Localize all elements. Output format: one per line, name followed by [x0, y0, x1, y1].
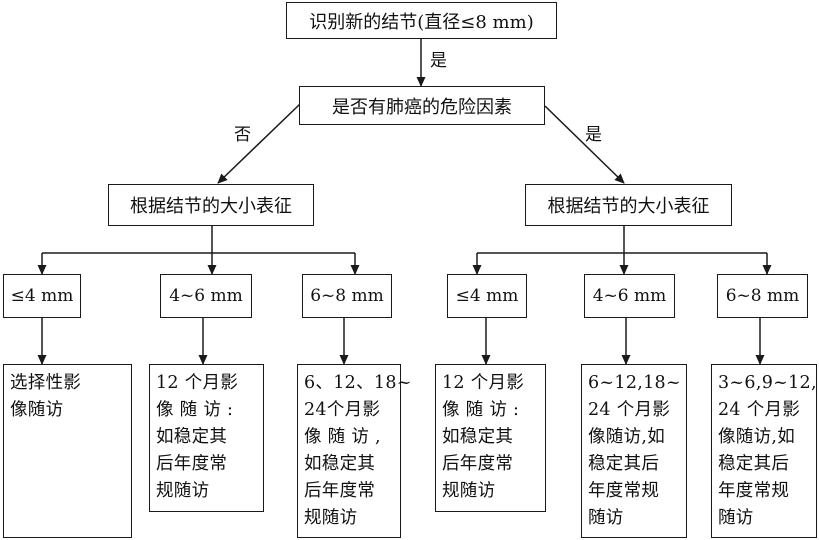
- arrow-question-to-right: [544, 105, 625, 184]
- left-size-6-8mm-node: 6~8 mm: [302, 274, 392, 318]
- right-size-6-8mm-node: 6~8 mm: [717, 274, 808, 318]
- has-risk-label: 是: [585, 125, 602, 145]
- right-action-4mm-node: 12 个月影 像 随 访 : 如稳定其 后年度常 规随访: [435, 364, 546, 512]
- left-action-6-8mm-node: 6、12、18~ 24个月影 像 随 访 , 如稳定其 后年度常 规随访: [297, 364, 411, 538]
- no-risk-label: 否: [234, 125, 251, 145]
- root-node: 识别新的结节(直径≤8 mm): [286, 2, 557, 39]
- right-size-4-6mm-node: 4~6 mm: [584, 274, 675, 318]
- right-action-6-8mm-node: 3~6,9~12, 24 个月影 像随访,如 稳定其后 年度常规 随访: [711, 364, 817, 538]
- right-size-assessment-node: 根据结节的大小表征: [525, 184, 732, 226]
- right-action-4-6mm-node: 6~12,18~ 24 个月影 像随访,如 稳定其后 年度常规 随访: [581, 364, 687, 538]
- root-yes-label: 是: [430, 51, 447, 71]
- left-size-assessment-node: 根据结节的大小表征: [108, 184, 314, 226]
- right-size-4mm-node: ≤4 mm: [447, 274, 527, 318]
- left-size-4-6mm-node: 4~6 mm: [160, 274, 252, 318]
- risk-question-node: 是否有肺癌的危险因素: [299, 86, 545, 125]
- left-action-4mm-node: 选择性影 像随访: [3, 364, 132, 538]
- left-action-4-6mm-node: 12 个月影 像 随 访 : 如稳定其 后年度常 规随访: [149, 364, 264, 512]
- arrow-question-to-left: [217, 103, 301, 184]
- left-size-4mm-node: ≤4 mm: [3, 274, 81, 318]
